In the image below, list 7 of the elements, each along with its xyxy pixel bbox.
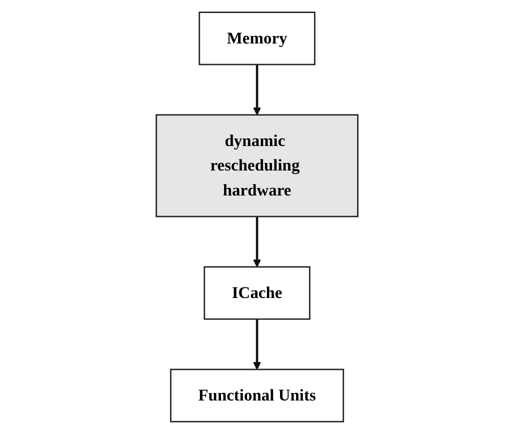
node-box: Memory [199, 12, 316, 66]
arrow [253, 64, 262, 116]
arrow [253, 216, 262, 268]
arrow [253, 319, 262, 370]
node-box: ICache [204, 266, 311, 320]
node-box: Functional Units [170, 368, 344, 422]
node-box: dynamic rescheduling hardware [156, 114, 359, 218]
